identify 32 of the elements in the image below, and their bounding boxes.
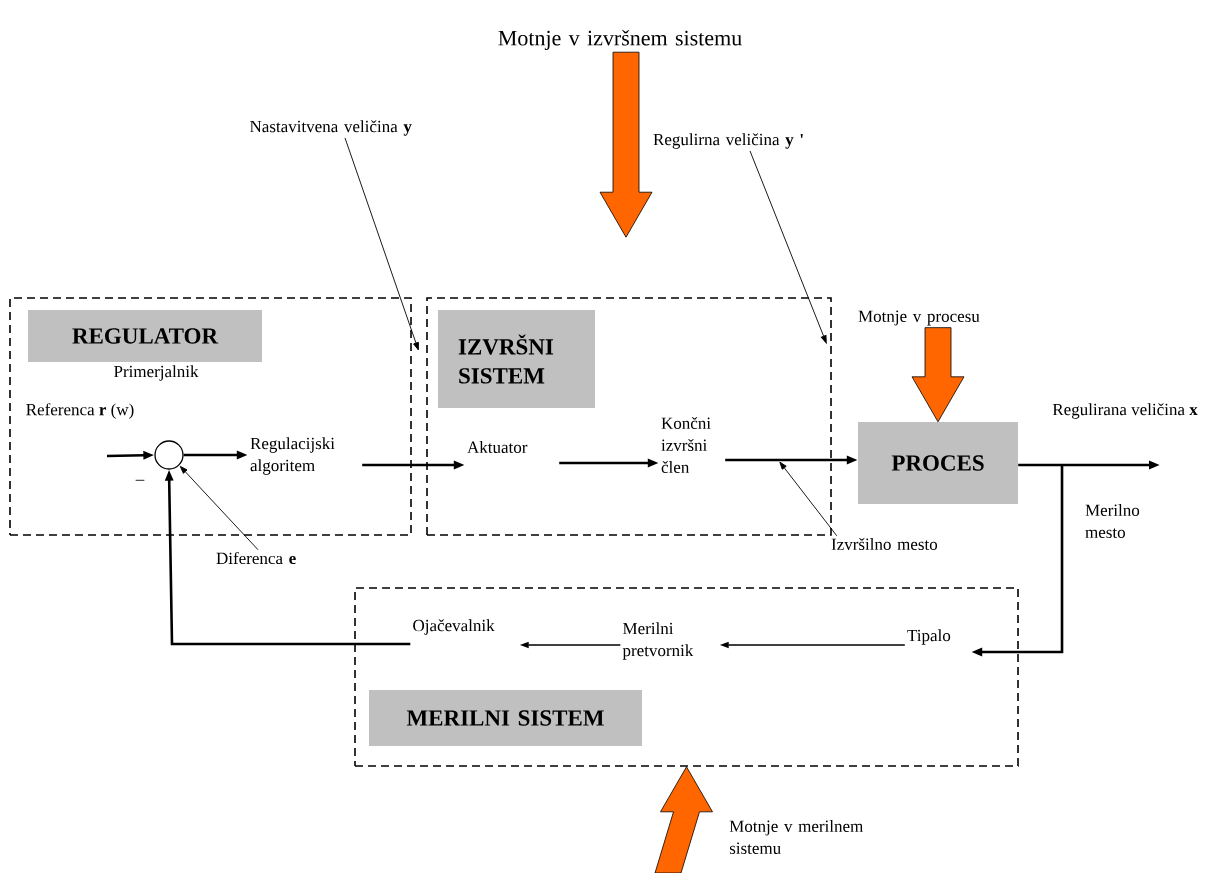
signal-label: Merilno mesto [1085, 504, 1140, 538]
dashed-group-box [9, 297, 412, 536]
block-arrow [911, 327, 965, 423]
leader-line [779, 461, 838, 537]
heading-box: MERILNI SISTEM [369, 690, 642, 746]
block-label: Regulacijski algoritem [250, 437, 335, 475]
heading-box: REGULATOR [28, 310, 262, 362]
leader-line [344, 137, 419, 351]
dashed-group-box [426, 297, 832, 536]
leader-line [749, 150, 827, 344]
heading-box: PROCES [858, 422, 1018, 504]
signal-label: Referenca r (w) [26, 403, 134, 419]
block-label: Diferenca e [216, 551, 296, 565]
block-label: Ojačevalnik [413, 619, 495, 635]
heading-box: IZVRŠNI SISTEM [438, 310, 595, 408]
block-arrow [654, 766, 713, 873]
dashed-group-box [354, 587, 1019, 767]
edge-label: Motnje v merilnem sistemu [729, 820, 864, 854]
block-label: Nastavitvena veličina y [250, 120, 412, 136]
block-label: Merilni pretvornik [622, 622, 694, 660]
block-label: Motnje v procesu [858, 310, 980, 326]
signal-label: Regulirana veličina x [1052, 403, 1198, 419]
block-label: Regulirna veličina y ' [653, 133, 803, 149]
leader-line [179, 465, 259, 551]
block-label: Izvršilno mesto [831, 538, 938, 550]
block-label: Aktuator [467, 441, 528, 453]
summing-junction [154, 440, 184, 470]
block-arrow [599, 51, 653, 238]
block-label: Tipalo [907, 629, 951, 645]
disturbance-label: Motnje v izvršnem sistemu [498, 30, 742, 50]
signal-label: – [135, 479, 145, 481]
block-label: Končni izvršni člen [661, 417, 711, 473]
